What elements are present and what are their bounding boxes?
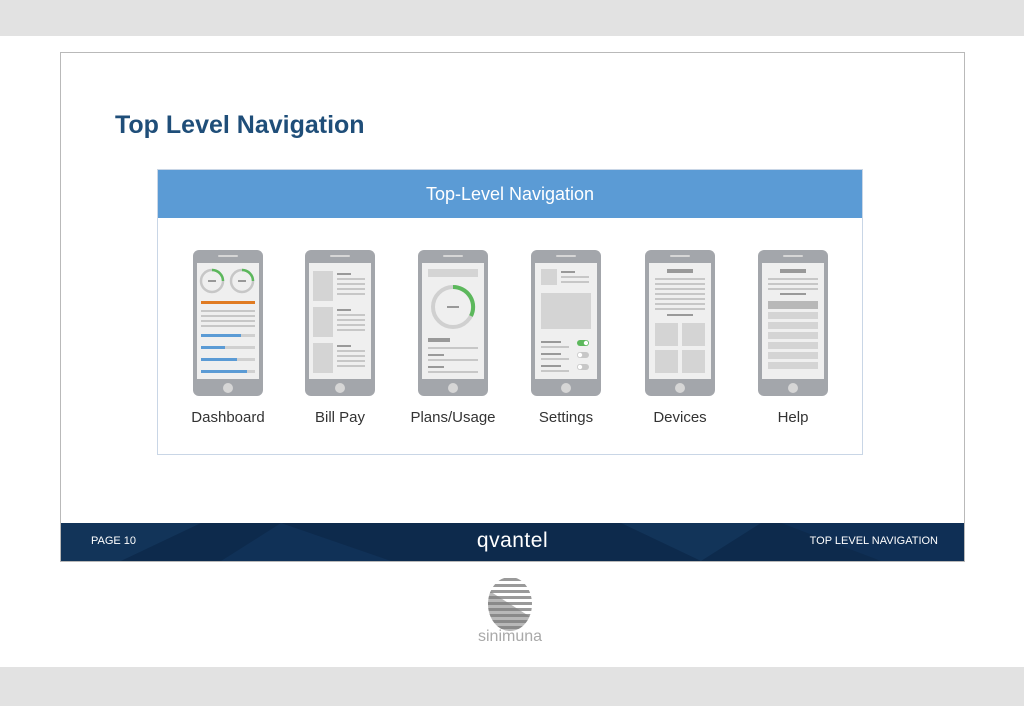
slide-footer: PAGE 10 qvantel TOP LEVEL NAVIGATION (61, 523, 964, 561)
bill-pay-phone-icon (305, 250, 375, 396)
nav-label-dashboard: Dashboard (191, 409, 265, 426)
nav-label-bill-pay: Bill Pay (314, 409, 366, 426)
plans-usage-phone-icon (418, 250, 488, 396)
sinimuna-logo-icon (488, 577, 532, 631)
slide: Top Level Navigation Top-Level Navigatio… (60, 52, 965, 562)
help-phone-icon (758, 250, 828, 396)
sinimuna-wordmark: sinimuna (477, 628, 543, 645)
nav-label-devices: Devices (653, 409, 707, 426)
section-name: TOP LEVEL NAVIGATION (809, 535, 938, 547)
navigation-diagram: Top-Level Navigation (157, 169, 863, 455)
footer-pattern (61, 523, 964, 561)
top-band (0, 0, 1024, 36)
devices-phone-icon (645, 250, 715, 396)
qvantel-logo: qvantel (476, 529, 549, 552)
nav-label-settings: Settings (538, 409, 594, 426)
nav-label-plans-usage: Plans/Usage (410, 409, 496, 426)
bottom-band (0, 667, 1024, 706)
nav-label-help: Help (777, 409, 809, 426)
diagram-header: Top-Level Navigation (158, 170, 862, 218)
settings-phone-icon (531, 250, 601, 396)
dashboard-phone-icon (193, 250, 263, 396)
page-number: PAGE 10 (91, 535, 137, 547)
page-title: Top Level Navigation (115, 111, 365, 139)
